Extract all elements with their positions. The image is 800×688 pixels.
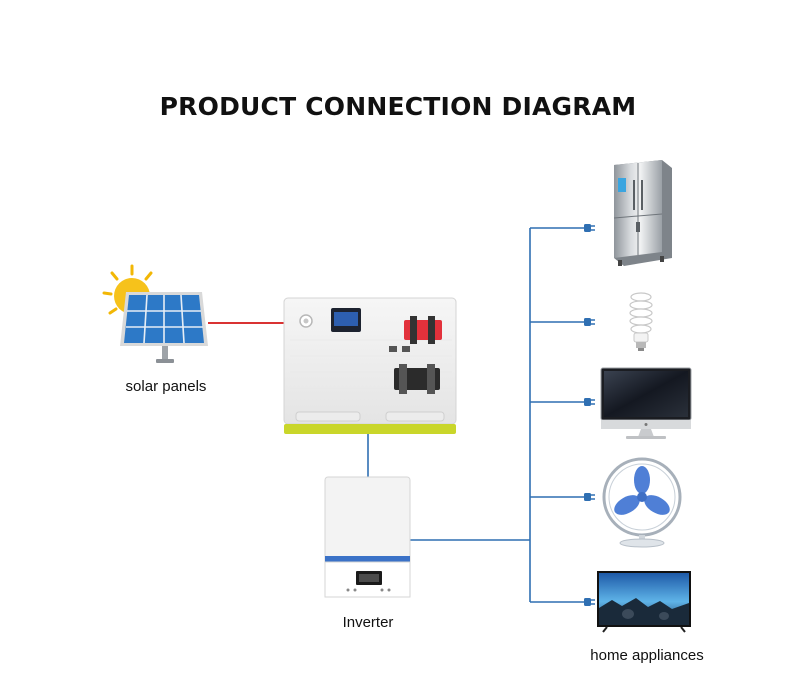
light-bulb-icon	[629, 292, 653, 351]
refrigerator-icon	[613, 160, 672, 266]
battery-unit	[283, 297, 457, 434]
plug-icon	[584, 598, 595, 606]
monitor-icon	[600, 367, 692, 439]
page-title: PRODUCT CONNECTION DIAGRAM	[159, 92, 637, 121]
home-appliances-label: home appliances	[590, 647, 704, 664]
plug-icon	[584, 224, 595, 232]
fan-icon	[602, 457, 682, 548]
plug-icon	[584, 318, 595, 326]
plug-icon	[584, 398, 595, 406]
solar-panel-icon	[120, 292, 208, 363]
plug-icon	[584, 493, 595, 501]
connection-lines	[208, 227, 588, 603]
television-icon	[597, 571, 691, 633]
inverter-label: Inverter	[342, 614, 394, 631]
inverter-unit	[324, 476, 411, 598]
solar-panels-label: solar panels	[125, 378, 207, 395]
